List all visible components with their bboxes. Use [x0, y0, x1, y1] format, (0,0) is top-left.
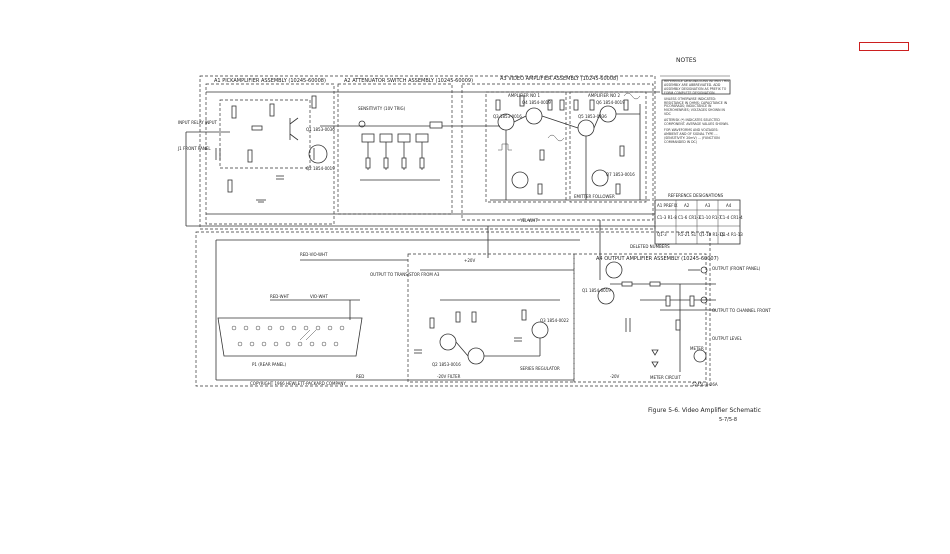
drawing-serial: 5245L-B-26A: [692, 382, 718, 387]
wire-plus: +20V: [464, 258, 475, 263]
input-label: INPUT RELAY INPUT: [178, 120, 218, 125]
notes-block: NOTES: [660, 57, 731, 95]
a3-q1-label: Q3 1853-0016: [493, 114, 522, 119]
filter-label: -20V FILTER: [437, 374, 461, 379]
copyright-label: COPYRIGHT 1966 HEWLETT-PACKARD COMPANY: [250, 381, 346, 386]
wire-vio-wht: VIO-WHT: [310, 294, 328, 299]
a3-q6-label: Q7 1853-0016: [606, 172, 635, 177]
ref-cell-r1c2: C1-6 CR1-3: [678, 215, 701, 220]
connector-label: P1 (REAR PANEL): [252, 362, 287, 367]
a2-title: A2 ATTENUATOR SWITCH ASSEMBLY (10245-600…: [344, 78, 473, 84]
wire-yel-wht: YEL-WHT: [519, 218, 538, 223]
note-1: REFERENCE DESIGNATIONS WITHIN THIS ASSEM…: [664, 80, 730, 95]
note-4: FOR WAVEFORMS AND VOLTAGES: AMBIENT AND …: [664, 127, 720, 144]
wire-minus: -20V: [610, 374, 620, 379]
ref-cell-r2c1: Q1-3: [657, 232, 667, 237]
output-scope-label: OUTPUT TO CHANNEL FRONT: [712, 308, 771, 313]
note-2: UNLESS OTHERWISE INDICATED: RESISTANCE I…: [664, 96, 728, 117]
output-level-label: OUTPUT LEVEL: [712, 336, 743, 341]
amp2-label: AMPLIFIER NO 2: [588, 93, 620, 98]
a4-q2-label: Q2 1853-0016: [432, 362, 461, 367]
ref-cell-r2c4: Q1-4 R1-13: [720, 232, 743, 237]
ref-head-a1: A1 PREFIX: [657, 203, 678, 208]
a1-q1-label: Q1 1853-0036: [306, 127, 335, 132]
a1-q2-label: Q2 1854-0019: [306, 166, 335, 171]
ref-head-a3: A3: [705, 203, 711, 208]
wire-red-wht: RED-WHT: [270, 294, 290, 299]
a3-components: [490, 92, 650, 201]
filter-regulator-components: [414, 309, 549, 365]
a4-q1-label: Q1 1854-0019: [582, 288, 611, 293]
ref-table-title: REFERENCE DESIGNATIONS: [668, 193, 724, 198]
a3-title: A3 VIDEO AMPLIFIER ASSEMBLY (10245-60008…: [500, 76, 618, 82]
series-regulator-label: SERIES REGULATOR: [520, 366, 560, 371]
a1-components: [215, 95, 328, 203]
notes-title: NOTES: [676, 57, 697, 64]
a4-components: [597, 261, 708, 368]
ref-head-a2: A2: [684, 203, 690, 208]
notes-list: REFERENCE DESIGNATIONS WITHIN THIS ASSEM…: [664, 80, 730, 144]
wire-red: RED: [356, 374, 364, 379]
amp1-label: AMPLIFIER NO 1: [508, 93, 540, 98]
meter-label: METER: [690, 346, 704, 351]
a3-q4-label: Q5 1853-0036: [578, 114, 607, 119]
meter-circuit-label: METER CIRCUIT: [650, 375, 681, 380]
sensitivity-label: SENSITIVITY (10V TRIG): [358, 106, 406, 111]
a4-title: A4 OUTPUT AMPLIFIER ASSEMBLY (10245-6000…: [596, 256, 719, 262]
ref-table-footer: DELETED NUMBERS: [630, 244, 670, 249]
ref-cell-r1c4: C1-4 CR1-4: [720, 215, 743, 220]
a2-components: [358, 120, 443, 181]
output-front-label: OUTPUT (FRONT PANEL): [712, 266, 761, 271]
assembly-outlines: [195, 75, 711, 387]
reference-table: [654, 199, 741, 245]
note-3: ASTERISK (*) INDICATES SELECTED COMPONEN…: [664, 118, 729, 127]
wire-red-vio-wht: RED-VIO-WHT: [300, 252, 328, 257]
ref-cell-r2c2: R1-21 S1: [678, 232, 697, 237]
ref-cell-r1c3: C1-10 R1-7: [699, 215, 722, 220]
rear-connector: [217, 317, 363, 357]
bus-wiring: [185, 91, 716, 381]
ref-cell-r2c3: Q1-10 R1-15: [699, 232, 725, 237]
ref-cell-r1c1: C1-3 R1-8: [657, 215, 677, 220]
red-annotation-box: [859, 42, 909, 51]
figure-caption: Figure 5-6. Video Amplifier Schematic: [648, 407, 761, 414]
a1-title: A1 PICKAMPLIFIER ASSEMBLY (10245-60008): [214, 78, 326, 84]
a3-q2-label: Q4 1854-0019: [522, 100, 551, 105]
a3-q5-label: Q6 1854-0019: [596, 100, 625, 105]
page-number: 5-7/5-8: [719, 417, 737, 423]
emitter-follower-label: EMITTER FOLLOWER: [574, 194, 615, 199]
a4-q3-label: Q3 1854-0022: [540, 318, 569, 323]
output-pin-label: OUTPUT TO TRANSISTOR FROM A3: [370, 272, 440, 277]
ref-head-a4: A4: [726, 203, 732, 208]
j1-label: J1 FRONT PANEL: [177, 146, 211, 151]
